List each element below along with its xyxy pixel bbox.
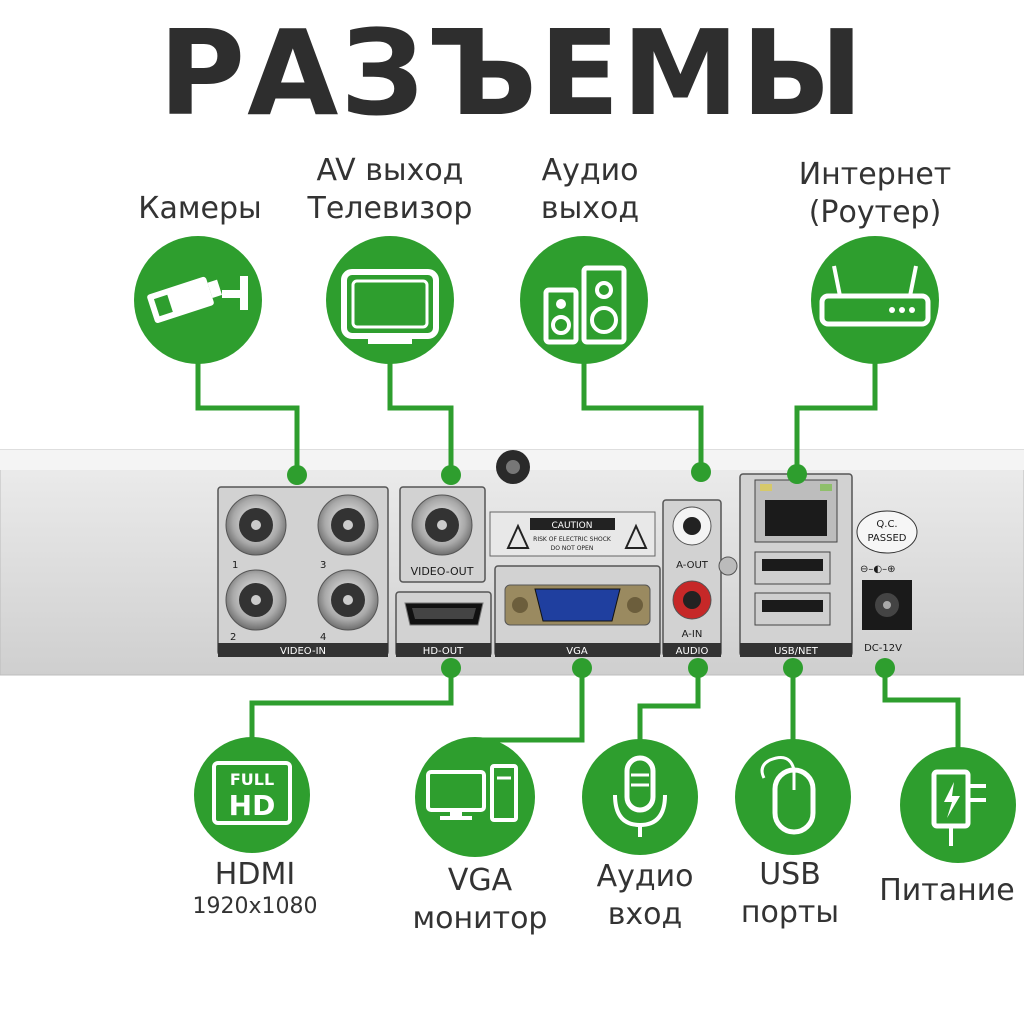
video-in-label: VIDEO-IN	[280, 646, 326, 657]
label-usb-line1: USB	[759, 857, 821, 892]
label-internet-line2: (Роутер)	[808, 195, 942, 230]
hd-out-label: HD-OUT	[423, 646, 464, 657]
usb-port-2[interactable]	[754, 592, 831, 626]
full-hd-text-full: FULL	[230, 770, 274, 789]
polarity-icon: ⊖–◐–⊕	[860, 564, 895, 575]
device-rear-panel: VIDEO-IN 1 3 2 4 VIDEO-OUT H	[0, 449, 1024, 676]
label-av-line2: Телевизор	[307, 191, 473, 226]
line-audio-output	[581, 360, 704, 472]
line-audio-input	[637, 668, 701, 740]
page-title: РАЗЪЕМЫ	[158, 4, 866, 142]
a-in-label: A-IN	[682, 629, 703, 640]
vga-port[interactable]	[504, 584, 651, 626]
power-adapter-icon	[900, 747, 1016, 863]
connector-dots	[287, 462, 895, 678]
mouse-icon	[735, 739, 851, 855]
passed-text: PASSED	[868, 533, 907, 544]
line-cameras	[195, 360, 300, 475]
monitor-pc-icon	[415, 737, 535, 857]
label-audio-input: Аудио вход	[565, 858, 725, 934]
label-vga-line2: монитор	[412, 901, 548, 936]
bnc-port-1[interactable]	[225, 494, 287, 556]
audio-label: AUDIO	[676, 646, 709, 657]
audio-out-jack[interactable]	[672, 506, 712, 546]
label-usb-ports: USB порты	[715, 856, 865, 932]
label-hdmi-name: HDMI	[214, 857, 296, 892]
usb-port-1[interactable]	[754, 551, 831, 585]
full-hd-icon: FULL HD	[194, 737, 310, 853]
tv-icon	[326, 236, 454, 364]
label-cameras: Камеры	[138, 191, 262, 226]
caution-text-2: DO NOT OPEN	[551, 545, 594, 552]
line-vga	[475, 668, 585, 743]
label-vga-monitor: VGA монитор	[395, 862, 565, 938]
label-hdmi: HDMI 1920x1080	[170, 856, 340, 920]
label-av-line1: AV выход	[316, 153, 464, 188]
qc-text: Q.C.	[876, 519, 897, 530]
line-av-output	[387, 362, 454, 475]
label-power: Питание	[879, 873, 1015, 908]
caution-text-1: RISK OF ELECTRIC SHOCK	[533, 536, 612, 543]
bnc-port-2[interactable]	[225, 569, 287, 631]
label-audio-out-line2: выход	[540, 191, 640, 226]
label-audio-in-line2: вход	[607, 897, 683, 932]
dc-label: DC-12V	[864, 643, 902, 654]
usb-net-label: USB/NET	[774, 646, 819, 657]
line-hdmi	[249, 668, 454, 740]
label-vga-line1: VGA	[447, 863, 513, 898]
router-icon	[811, 236, 939, 364]
connector-lines	[195, 360, 961, 750]
port-number-3: 3	[320, 560, 326, 571]
port-number-4: 4	[320, 632, 326, 643]
dc-power-jack[interactable]	[862, 580, 912, 630]
line-internet	[794, 360, 878, 474]
label-audio-in-line1: Аудио	[596, 859, 694, 894]
caution-label: CAUTION	[552, 521, 593, 531]
full-hd-text-hd: HD	[229, 789, 276, 822]
line-power	[882, 668, 961, 750]
ethernet-port[interactable]	[754, 479, 838, 543]
hdmi-port[interactable]	[404, 602, 484, 626]
camera-icon	[134, 236, 262, 364]
vga-label: VGA	[566, 646, 588, 657]
label-usb-line2: порты	[740, 895, 840, 930]
a-out-label: A-OUT	[676, 560, 709, 571]
label-internet-line1: Интернет	[798, 157, 952, 192]
bnc-video-out[interactable]	[411, 494, 473, 556]
port-number-1: 1	[232, 560, 238, 571]
port-number-2: 2	[230, 632, 236, 643]
video-out-label: VIDEO-OUT	[411, 565, 474, 578]
label-av-output: AV выход Телевизор	[290, 152, 490, 228]
ground-screw-icon	[718, 556, 738, 576]
bnc-port-3[interactable]	[317, 494, 379, 556]
speakers-icon	[520, 236, 648, 364]
qc-passed-sticker	[856, 510, 918, 554]
bnc-port-4[interactable]	[317, 569, 379, 631]
label-audio-out-line1: Аудио	[541, 153, 639, 188]
microphone-icon	[582, 739, 698, 855]
label-hdmi-resolution: 1920x1080	[192, 894, 318, 919]
label-internet: Интернет (Роутер)	[770, 156, 980, 232]
label-audio-output: Аудио выход	[500, 152, 680, 228]
audio-in-jack[interactable]	[672, 580, 712, 620]
